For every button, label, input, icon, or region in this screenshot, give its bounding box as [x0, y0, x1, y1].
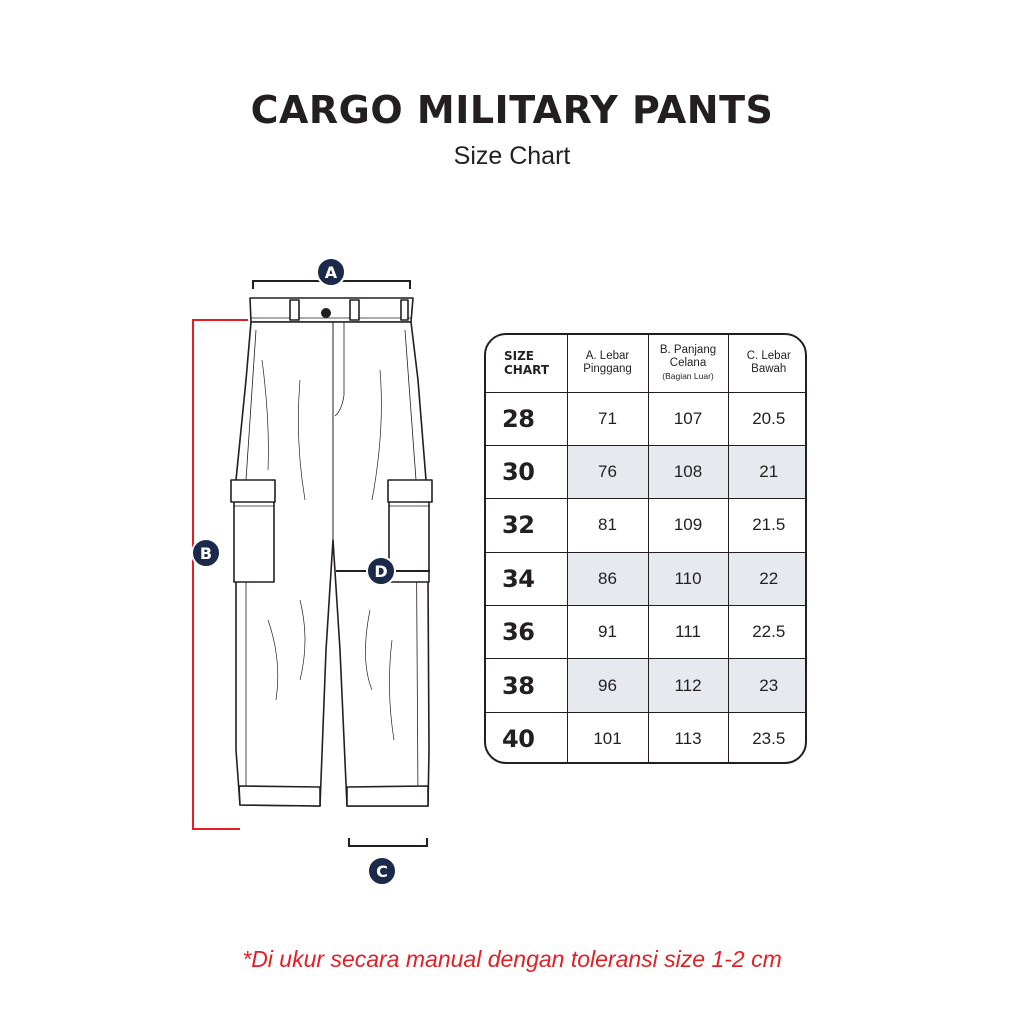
button-icon [321, 308, 331, 318]
cargo-pocket-left [233, 499, 275, 583]
cargo-pocket-right [388, 499, 430, 583]
size-cell: 28 [486, 391, 568, 446]
waist-cell: 101 [566, 711, 649, 762]
waist-cell: 86 [566, 551, 649, 607]
size-cell: 36 [486, 605, 568, 660]
length-cell: 112 [647, 658, 729, 713]
label-a-badge: A [316, 257, 346, 287]
cuff-left [238, 785, 321, 807]
waist-cell: 81 [566, 498, 649, 553]
size-cell: 40 [486, 711, 568, 762]
label-b-badge: B [191, 538, 221, 568]
cargo-flap-right [387, 479, 433, 503]
pants-illustration [230, 297, 433, 807]
cuff-right [346, 785, 429, 807]
belt-loop-far-right [400, 299, 409, 321]
length-cell: 109 [647, 498, 729, 553]
label-a-text: A [325, 263, 338, 282]
size-cell: 34 [486, 551, 568, 607]
size-cell: 38 [486, 658, 568, 713]
label-b-text: B [200, 544, 212, 563]
waist-cell: 96 [566, 658, 649, 713]
hem-cell: 23.5 [727, 711, 805, 762]
table-row: 32 81 109 21.5 [486, 498, 805, 553]
hem-cell: 21.5 [727, 498, 805, 553]
waist-cell: 91 [566, 605, 649, 660]
size-cell: 32 [486, 498, 568, 553]
hem-cell: 23 [727, 658, 805, 713]
length-cell: 111 [647, 605, 729, 660]
waist-cell: 71 [566, 391, 649, 446]
measurement-tolerance-note: *Di ukur secara manual dengan toleransi … [242, 946, 782, 972]
table-row: 28 71 107 20.5 [486, 391, 805, 446]
waist-cell: 76 [566, 444, 649, 500]
length-cell: 107 [647, 391, 729, 446]
cargo-flap-left [230, 479, 276, 503]
size-cell: 30 [486, 444, 568, 500]
measure-c [348, 838, 428, 847]
table-row: 34 86 110 22 [486, 551, 805, 607]
length-cell: 108 [647, 444, 729, 500]
belt-loop-right [349, 299, 360, 321]
hem-cell: 20.5 [727, 391, 805, 446]
hem-cell: 22.5 [727, 605, 805, 660]
label-c-badge: C [367, 856, 397, 886]
label-c-text: C [376, 862, 388, 881]
table-row: 38 96 112 23 [486, 658, 805, 713]
length-cell: 113 [647, 711, 729, 762]
pants-outline [235, 321, 430, 807]
hem-cell: 22 [727, 551, 805, 607]
hem-cell: 21 [727, 444, 805, 500]
belt-loop-left [289, 299, 300, 321]
page-subtitle: Size Chart [453, 142, 571, 170]
label-d-badge: D [366, 556, 396, 586]
length-cell: 110 [647, 551, 729, 607]
table-row: 30 76 108 21 [486, 444, 805, 500]
page-title: CARGO MILITARY PANTS [250, 88, 774, 132]
label-d-text: D [374, 562, 387, 581]
table-row: 40 101 113 23.5 [486, 711, 805, 762]
measure-b [192, 319, 248, 830]
table-row: 36 91 111 22.5 [486, 605, 805, 660]
